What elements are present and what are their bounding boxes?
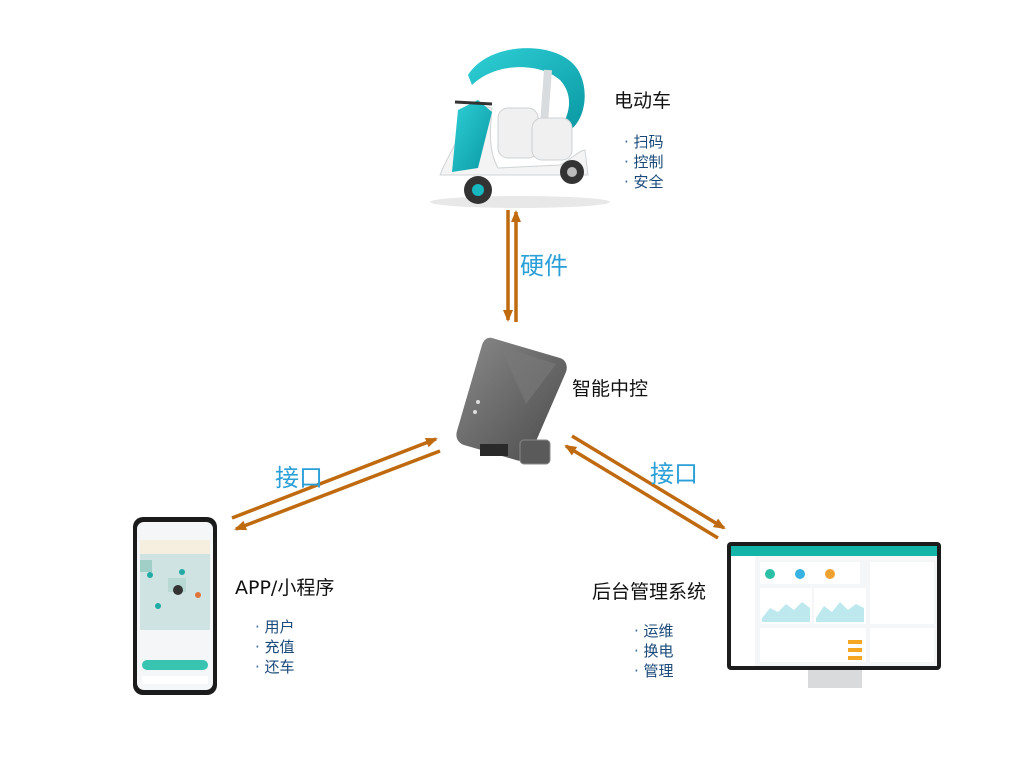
monitor-dashboard-icon xyxy=(727,542,941,688)
app-feature-item: 充值 xyxy=(255,637,295,657)
app-feature-item: 用户 xyxy=(255,617,295,637)
edge-label-hardware: 硬件 xyxy=(520,252,568,280)
edge-label-backend-interface: 接口 xyxy=(650,460,698,488)
smartphone-app-icon xyxy=(133,517,217,695)
vehicle-title: 电动车 xyxy=(614,90,672,112)
controller-device-icon xyxy=(456,337,567,465)
edge-app-controller-arrows xyxy=(231,437,441,531)
edge-vehicle-controller-arrows xyxy=(503,210,521,322)
backend-feature-item: 换电 xyxy=(634,641,674,661)
backend-feature-list: 运维 换电 管理 xyxy=(634,621,674,681)
edge-backend-controller-arrows xyxy=(564,434,726,540)
backend-title: 后台管理系统 xyxy=(592,581,707,603)
app-title: APP/小程序 xyxy=(235,577,335,599)
app-feature-list: 用户 充值 还车 xyxy=(255,617,295,677)
backend-feature-item: 运维 xyxy=(634,621,674,641)
edge-label-app-interface: 接口 xyxy=(275,464,323,492)
vehicle-feature-item: 安全 xyxy=(624,172,664,192)
controller-title: 智能中控 xyxy=(572,378,649,400)
app-feature-item: 还车 xyxy=(255,657,295,677)
electric-vehicle-icon xyxy=(430,48,610,208)
backend-feature-item: 管理 xyxy=(634,661,674,681)
vehicle-feature-item: 控制 xyxy=(624,152,664,172)
vehicle-feature-list: 扫码 控制 安全 xyxy=(624,132,664,192)
vehicle-feature-item: 扫码 xyxy=(624,132,664,152)
